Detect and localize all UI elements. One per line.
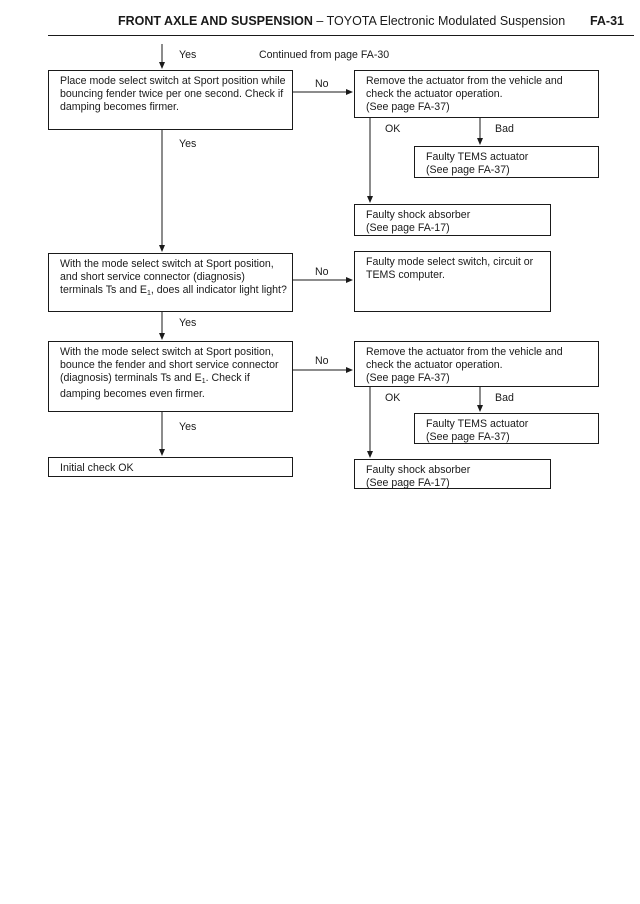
- box-faulty-shock-1: Faulty shock absorber (See page FA-17): [354, 204, 551, 236]
- label-ok-1: OK: [385, 123, 401, 135]
- label-continued: Continued from page FA-30: [259, 49, 390, 61]
- label-bad-1: Bad: [495, 123, 514, 135]
- box-check-damping-firmer: With the mode select switch at Sport pos…: [48, 341, 293, 412]
- page-number: FA-31: [589, 14, 624, 28]
- label-bad-3: Bad: [495, 392, 514, 404]
- box-remove-actuator-1: Remove the actuator from the vehicle and…: [354, 70, 599, 118]
- page-header: FRONT AXLE AND SUSPENSION – TOYOTA Elect…: [36, 10, 634, 36]
- label-yes-3: Yes: [179, 421, 197, 433]
- box-check-indicator-lights: With the mode select switch at Sport pos…: [48, 253, 293, 312]
- box-remove-actuator-2: Remove the actuator from the vehicle and…: [354, 341, 599, 387]
- box-initial-check-ok: Initial check OK: [48, 457, 293, 477]
- box-faulty-actuator-1: Faulty TEMS actuator (See page FA-37): [414, 146, 599, 178]
- box-faulty-actuator-2: Faulty TEMS actuator (See page FA-37): [414, 413, 599, 444]
- label-yes-2: Yes: [179, 317, 197, 329]
- header-rule: [48, 35, 634, 36]
- label-no-3: No: [315, 355, 329, 367]
- label-yes-1: Yes: [179, 138, 197, 150]
- label-no-1: No: [315, 78, 329, 90]
- label-yes-top: Yes: [179, 49, 197, 61]
- box-faulty-shock-2: Faulty shock absorber (See page FA-17): [354, 459, 551, 489]
- box-faulty-switch: Faulty mode select switch, circuit or TE…: [354, 251, 551, 312]
- section-title: FRONT AXLE AND SUSPENSION – TOYOTA Elect…: [118, 14, 566, 28]
- label-ok-3: OK: [385, 392, 401, 404]
- label-no-2: No: [315, 266, 329, 278]
- box-check-damping-sport: Place mode select switch at Sport positi…: [48, 70, 293, 130]
